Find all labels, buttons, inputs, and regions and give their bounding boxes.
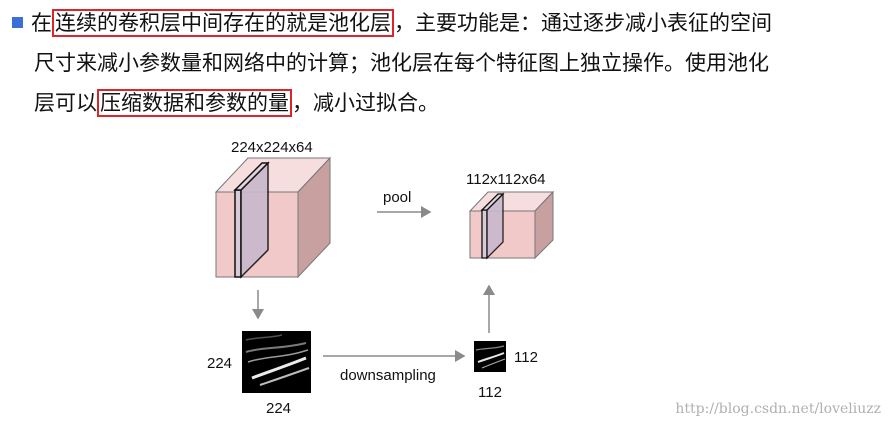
highlight-box-1: 连续的卷积层中间存在的就是池化层 [52,9,394,37]
feature-map-224-side-label: 224 [207,355,232,372]
watermark: http://blog.csdn.net/loveliuzz [675,401,881,417]
line1-pre: 在 [31,11,52,35]
feature-map-112-bottom-label: 112 [478,384,502,401]
line1-post: ，主要功能是：通过逐步减小表征的空间 [394,11,772,35]
downsampling-label: downsampling [340,367,436,384]
bullet-icon [12,16,23,28]
input-volume [214,156,332,279]
text-line-2: 尺寸来减小参数量和网络中的计算；池化层在每个特征图上独立操作。使用池化 [34,51,769,75]
feature-map-224-bottom-label: 224 [266,400,291,417]
highlight-box-2: 压缩数据和参数的量 [97,89,292,117]
input-volume-label: 224x224x64 [231,139,313,156]
pool-label: pool [383,189,411,206]
text-line-1: 在连续的卷积层中间存在的就是池化层，主要功能是：通过逐步减小表征的空间 [12,6,772,41]
feature-map-224 [242,331,311,393]
feature-map-112-side-label: 112 [514,349,538,366]
line3-post: ，减小过拟合。 [292,91,439,115]
feature-map-112 [474,341,506,372]
line3-pre: 层可以 [34,91,97,115]
output-volume-label: 112x112x64 [466,171,546,188]
output-volume [468,190,555,260]
text-line-3: 层可以压缩数据和参数的量，减小过拟合。 [34,86,439,121]
